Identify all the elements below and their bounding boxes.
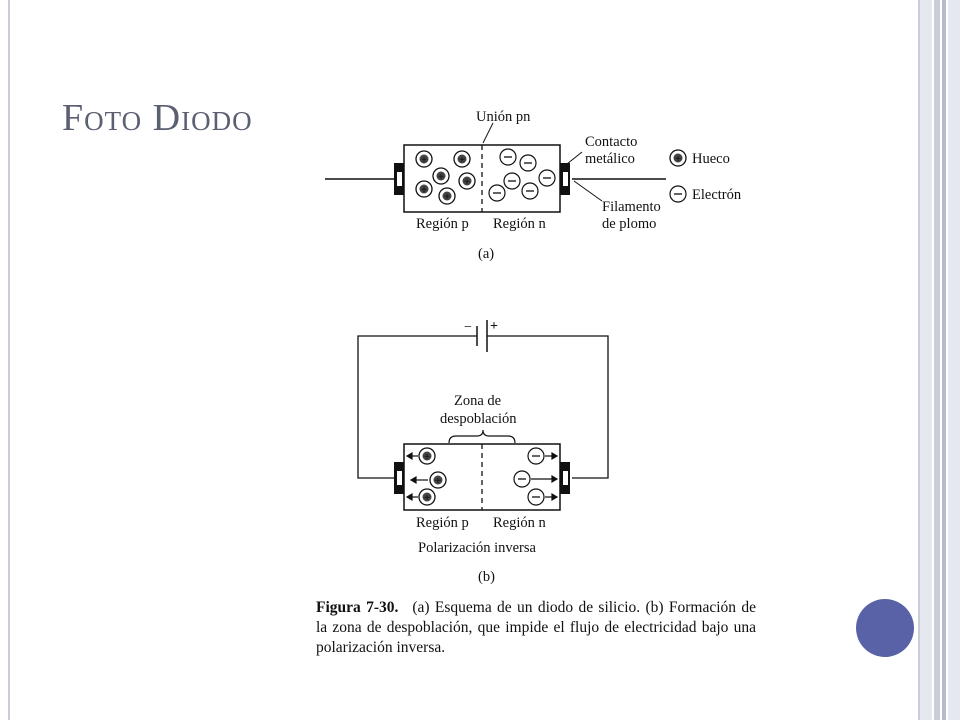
figure-b: − + Zona de despoblación + — [357, 319, 609, 585]
hole-icon — [418, 488, 436, 506]
wire-left — [357, 335, 477, 479]
legend-hole-label: Hueco — [692, 151, 730, 167]
metal-contact-right — [560, 163, 570, 195]
hole-plus: + — [435, 475, 441, 487]
legend-hole-icon: + — [669, 149, 687, 167]
holes-b — [418, 447, 447, 506]
caption-text: (a) Esquema de un diodo de silicio. (b) … — [316, 599, 756, 656]
depletion-brace — [448, 429, 516, 444]
hole-plus: + — [421, 154, 427, 166]
battery-plus-label: + — [490, 319, 498, 334]
caption-figure-label: Figura 7-30. — [316, 599, 399, 616]
hole-plus: + — [424, 492, 430, 504]
hole-icon — [418, 447, 436, 465]
wire-right — [487, 335, 609, 479]
label-filament-2: de plomo — [602, 216, 656, 232]
electrons-a-minus — [493, 156, 551, 194]
svg-text:+: + — [675, 153, 681, 165]
depletion-label-2: despoblación — [440, 411, 517, 427]
pointer-union — [482, 122, 494, 144]
hole-plus: + — [424, 451, 430, 463]
hole-icon — [432, 167, 450, 185]
figure-a: + + + + + + Unión pn Co — [325, 109, 742, 262]
label-region-p-b: Región p — [416, 515, 469, 531]
pointer-filament — [573, 180, 603, 202]
pointer-contact — [566, 151, 583, 165]
hole-icon — [429, 471, 447, 489]
label-contact-2: metálico — [585, 151, 635, 167]
legend-electron-icon — [669, 185, 687, 203]
hole-arrows — [405, 451, 428, 502]
metal-contact-right-b — [560, 462, 570, 494]
panel-label-b: (b) — [478, 569, 495, 585]
hole-icon — [415, 150, 433, 168]
label-region-p: Región p — [416, 216, 469, 232]
hole-icon — [453, 150, 471, 168]
right-stripes-decoration — [920, 0, 960, 720]
slide-title: Foto Diodo — [62, 97, 253, 139]
label-contact-1: Contacto — [585, 134, 637, 150]
figure-caption: Figura 7-30.(a) Esquema de un diodo de s… — [316, 598, 756, 658]
hole-plus: + — [464, 176, 470, 188]
hole-plus: + — [421, 184, 427, 196]
label-filament-1: Filamento — [602, 199, 661, 215]
metal-contact-left — [394, 163, 404, 195]
panel-label-a: (a) — [478, 246, 494, 262]
hole-icon — [458, 172, 476, 190]
metal-contact-left-b — [394, 462, 404, 494]
label-bias: Polarización inversa — [418, 540, 537, 556]
decorative-circle — [856, 599, 914, 657]
battery-minus-label: − — [464, 320, 472, 335]
legend-electron-label: Electrón — [692, 187, 742, 203]
hole-icon — [415, 180, 433, 198]
holes-a-plus: + + + + + + — [421, 154, 470, 203]
battery-icon — [476, 320, 488, 352]
hole-icon — [438, 187, 456, 205]
hole-plus: + — [444, 191, 450, 203]
holes-a — [415, 150, 476, 205]
label-region-n-b: Región n — [493, 515, 547, 531]
depletion-label-1: Zona de — [454, 393, 501, 409]
hole-plus: + — [438, 171, 444, 183]
holes-b-plus: + + + — [424, 451, 441, 504]
label-union: Unión pn — [476, 109, 531, 125]
label-region-n: Región n — [493, 216, 547, 232]
electron-arrows — [531, 451, 559, 502]
electrons-b-minus — [518, 455, 540, 498]
slide-frame — [8, 0, 920, 720]
hole-plus: + — [459, 154, 465, 166]
